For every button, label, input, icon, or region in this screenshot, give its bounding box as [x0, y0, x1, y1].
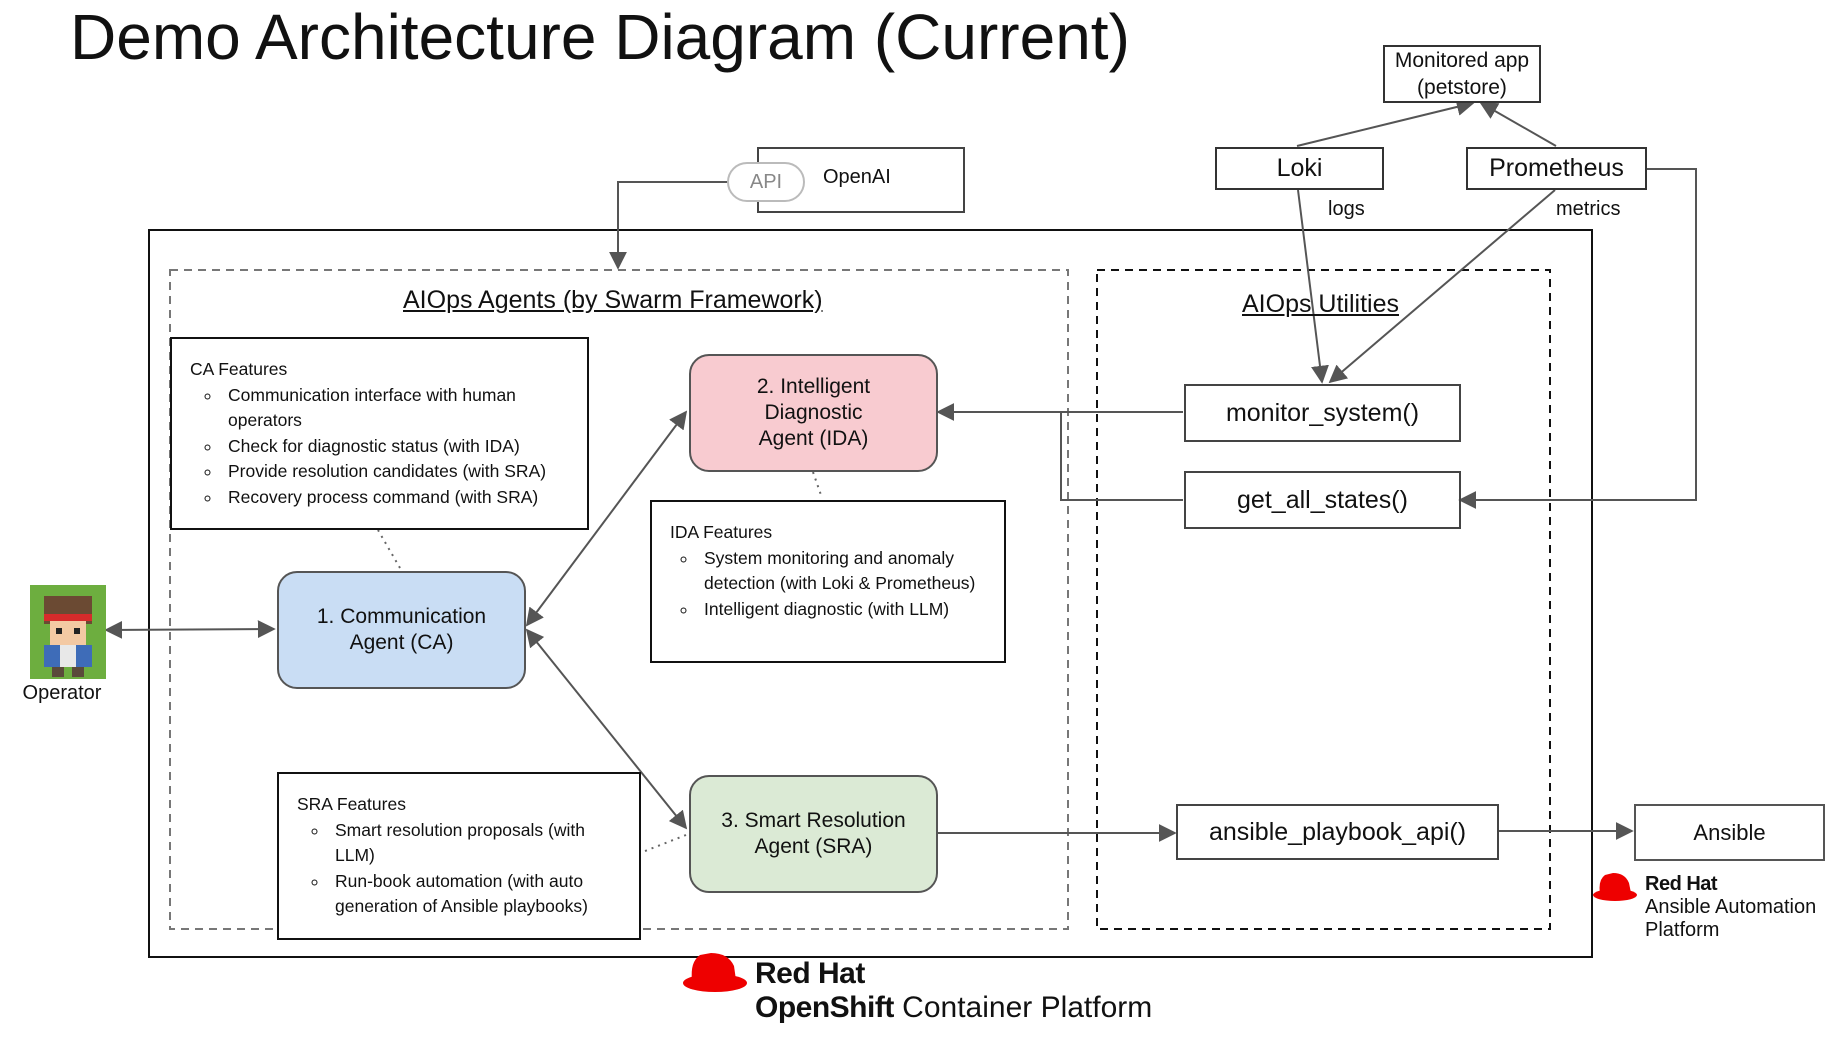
- openshift-platform-frame: [148, 229, 1593, 958]
- ansible-playbook-api-box: ansible_playbook_api(): [1176, 804, 1499, 860]
- list-item: Check for diagnostic status (with IDA): [222, 434, 573, 460]
- monitor-system-box: monitor_system(): [1184, 384, 1461, 442]
- ansible-brand-line2: Ansible Automation: [1645, 896, 1817, 918]
- metrics-label: metrics: [1556, 198, 1621, 220]
- loki-to-app-arrow: [1296, 98, 1475, 147]
- openshift-platform-brand: Red Hat OpenShift Container Platform: [755, 957, 1152, 1025]
- logs-label: logs: [1328, 198, 1365, 220]
- list-item: Provide resolution candidates (with SRA): [222, 459, 573, 485]
- sra-features-list: Smart resolution proposals (with LLM) Ru…: [297, 818, 625, 920]
- get-all-states-box: get_all_states(): [1184, 471, 1461, 529]
- loki-box: Loki: [1215, 147, 1384, 190]
- openshift-brand-redhat: Red Hat: [755, 957, 865, 990]
- redhat-hat-icon: [683, 953, 747, 992]
- ida-features-list: System monitoring and anomaly detection …: [670, 546, 990, 623]
- prometheus-box: Prometheus: [1466, 147, 1647, 190]
- metrics-arrow: [1328, 189, 1556, 384]
- api-pill: API: [727, 162, 805, 202]
- ca-features-title: CA Features: [190, 359, 288, 379]
- list-item: System monitoring and anomaly detection …: [698, 546, 990, 597]
- sra-feature-link: [639, 834, 687, 854]
- smart-resolution-agent: 3. Smart Resolution Agent (SRA): [689, 775, 938, 893]
- list-item: Run-book automation (with auto generatio…: [329, 869, 625, 920]
- ca-feature-link: [377, 529, 401, 569]
- list-item: Smart resolution proposals (with LLM): [329, 818, 625, 869]
- ida-features-box: IDA Features System monitoring and anoma…: [650, 500, 1006, 663]
- operator-avatar-icon: [30, 585, 106, 679]
- prometheus-to-app-arrow: [1479, 102, 1557, 147]
- ca-features-list: Communication interface with human opera…: [190, 383, 573, 511]
- agents-group-label: AIOps Agents (by Swarm Framework): [403, 286, 823, 314]
- list-item: Recovery process command (with SRA): [222, 485, 573, 511]
- states-to-ida-line: [1060, 412, 1183, 501]
- ca-ida-arrow: [525, 410, 688, 627]
- ca-sra-arrow: [525, 628, 688, 830]
- ansible-box: Ansible: [1634, 804, 1825, 861]
- sra-features-box: SRA Features Smart resolution proposals …: [277, 772, 641, 940]
- ansible-brand-line3: Platform: [1645, 919, 1720, 941]
- sra-features-title: SRA Features: [297, 794, 406, 814]
- monitored-app-box: Monitored app (petstore): [1383, 45, 1541, 103]
- intelligent-diagnostic-agent: 2. Intelligent Diagnostic Agent (IDA): [689, 354, 938, 472]
- prometheus-to-states-arrow: [1458, 168, 1697, 509]
- communication-agent: 1. Communication Agent (CA): [277, 571, 526, 689]
- list-item: Communication interface with human opera…: [222, 383, 573, 434]
- page-title: Demo Architecture Diagram (Current): [70, 1, 1130, 73]
- ida-feature-link: [812, 471, 823, 499]
- openai-to-agents-arrow: [609, 181, 729, 270]
- utilities-group-frame: [1096, 269, 1551, 930]
- logs-arrow: [1297, 189, 1329, 384]
- openshift-brand-product: OpenShift: [755, 991, 894, 1024]
- openai-label: OpenAI: [823, 166, 891, 188]
- ca-features-box: CA Features Communication interface with…: [170, 337, 589, 530]
- ansible-brand-redhat: Red Hat: [1645, 873, 1718, 895]
- openshift-brand-line2: OpenShift Container Platform: [755, 991, 1152, 1025]
- list-item: Intelligent diagnostic (with LLM): [698, 597, 990, 623]
- redhat-hat-small-icon: [1593, 873, 1637, 901]
- operator-label: Operator: [22, 682, 102, 704]
- openshift-brand-rest: Container Platform: [893, 991, 1153, 1024]
- utilities-group-label: AIOps Utilities: [1242, 290, 1399, 318]
- operator-ca-arrow: [104, 620, 276, 639]
- ansible-platform-brand: Red Hat Ansible Automation Platform: [1645, 873, 1816, 942]
- ida-features-title: IDA Features: [670, 522, 773, 542]
